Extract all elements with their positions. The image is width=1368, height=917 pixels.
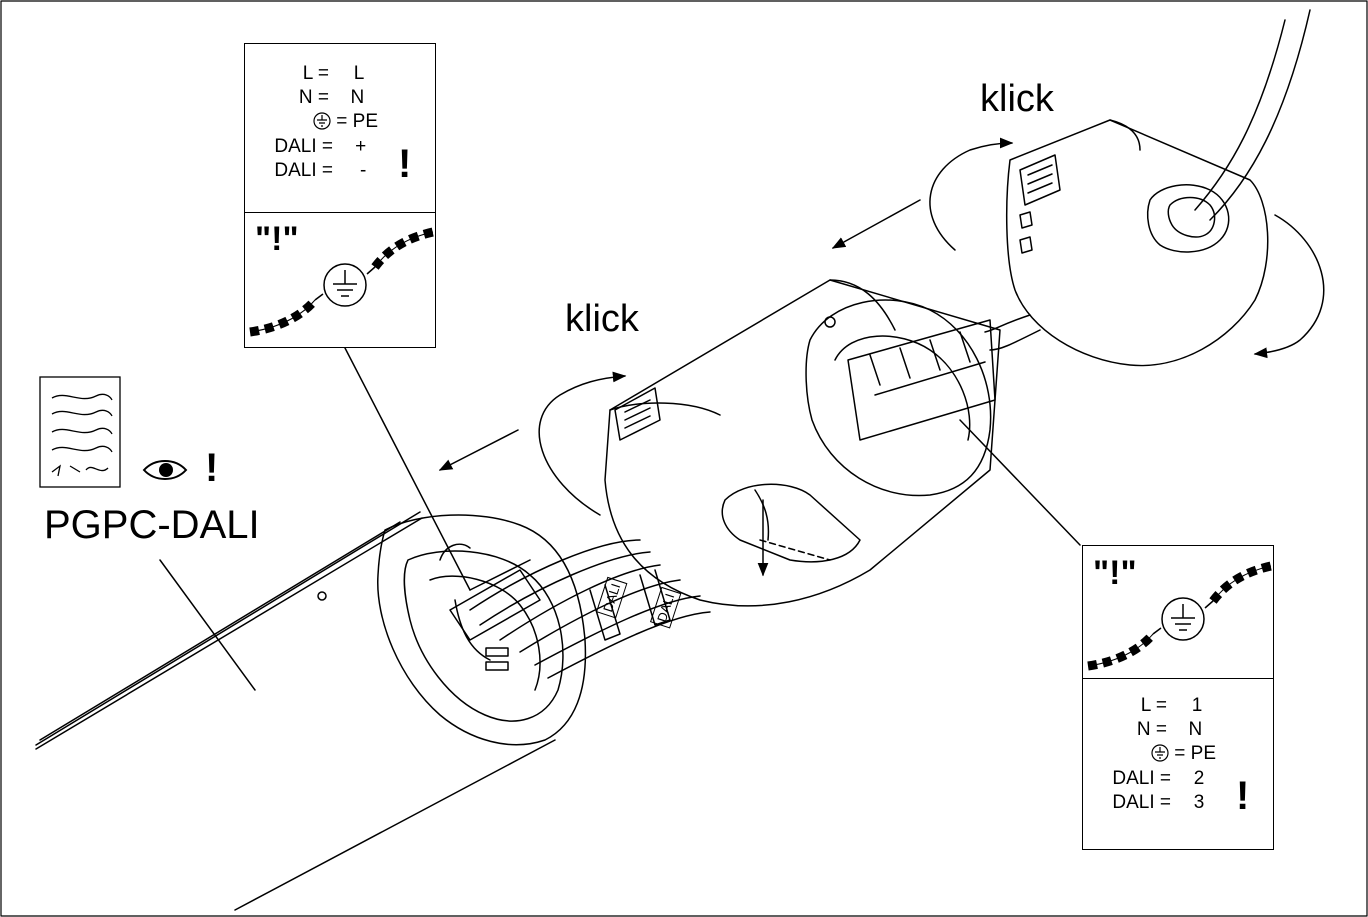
dali-polarity-exclamation: !: [398, 142, 412, 186]
wiring-row-dali-3: DALI = 3: [1112, 792, 1205, 813]
earth-wire-illustration: [249, 227, 435, 337]
model-label: PGPC-DALI: [44, 503, 260, 547]
connecting-wires: [469, 539, 711, 679]
wiring-row-pe: = PE: [1151, 744, 1216, 763]
caution-quote-mark: "!": [1093, 554, 1137, 592]
wiring-row-n: N = N: [298, 87, 365, 108]
klick-label-top: klick: [980, 78, 1054, 120]
wiring-row-n: N = N: [1136, 719, 1203, 740]
instruction-sheet-icon: [39, 376, 121, 488]
wiring-row-l: L = L: [302, 63, 365, 84]
wiring-row-dali-plus: DALI = +: [274, 136, 367, 157]
wiring-table: L = L N = N = PE DALI = + DALI = - !: [245, 44, 435, 213]
earth-wire-detail: "!": [245, 212, 435, 347]
luminaire-tube: [35, 511, 556, 911]
wiring-table: L = 1 N = N = PE DALI = 2 DALI = 3 !: [1083, 678, 1273, 848]
wiring-panel-left: L = L N = N = PE DALI = + DALI = - ! "!": [244, 43, 436, 348]
wiring-row-dali-minus: DALI = -: [274, 160, 367, 181]
tube-end-cap: [377, 514, 587, 746]
cable-cover: [984, 9, 1311, 367]
klick-label-middle: klick: [565, 298, 639, 340]
driver-housing: [604, 279, 1001, 607]
dali-polarity-exclamation: !: [1236, 774, 1250, 818]
earth-ground-icon: [1161, 597, 1205, 641]
earth-wire-illustration: [1087, 561, 1273, 671]
earth-ground-icon: [323, 263, 367, 307]
wiring-row-pe: = PE: [313, 112, 378, 131]
wiring-row-l: L = 1: [1140, 695, 1203, 716]
earth-wire-detail: "!": [1083, 546, 1273, 679]
earth-ground-icon: [313, 112, 331, 130]
caution-quote-mark: "!": [255, 220, 299, 258]
wiring-row-dali-2: DALI = 2: [1112, 768, 1205, 789]
wiring-panel-right: "!" L = 1 N = N: [1082, 545, 1274, 850]
eye-icon: [142, 460, 188, 480]
earth-ground-icon: [1151, 744, 1169, 762]
model-exclamation: !: [205, 446, 219, 490]
